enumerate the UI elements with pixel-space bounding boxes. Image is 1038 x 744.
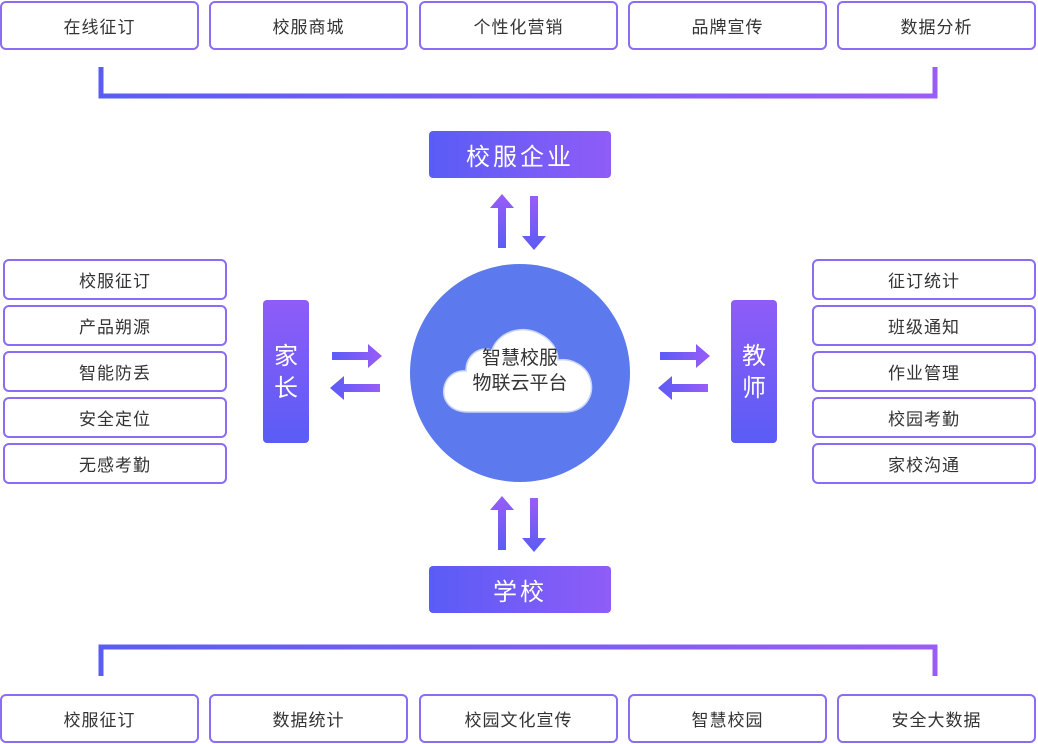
node-parent-char1: 家 — [274, 341, 298, 370]
node-enterprise: 校服企业 — [429, 131, 611, 178]
right-item: 校园考勤 — [812, 397, 1036, 438]
left-item: 安全定位 — [3, 397, 227, 438]
right-item: 家校沟通 — [812, 443, 1036, 484]
node-parent: 家 长 — [263, 300, 309, 443]
left-item: 智能防丢 — [3, 351, 227, 392]
top-item: 个性化营销 — [419, 1, 618, 50]
top-item: 在线征订 — [0, 1, 199, 50]
bottom-item: 智慧校园 — [628, 694, 827, 743]
top-item: 数据分析 — [837, 1, 1036, 50]
right-item: 作业管理 — [812, 351, 1036, 392]
platform-line1: 智慧校服 — [481, 347, 558, 369]
cloud-icon — [442, 328, 593, 413]
left-item: 产品朔源 — [3, 305, 227, 346]
bottom-item: 安全大数据 — [837, 694, 1036, 743]
node-parent-char2: 长 — [274, 373, 298, 402]
updown-arrows-icon — [490, 496, 546, 552]
node-school: 学校 — [429, 566, 611, 613]
left-item: 无感考勤 — [3, 443, 227, 484]
platform-line2: 物联云平台 — [472, 372, 568, 394]
node-teacher: 教 师 — [731, 300, 777, 443]
updown-arrows-icon — [490, 194, 546, 250]
leftright-arrows-icon — [330, 344, 382, 400]
leftright-arrows-icon — [658, 344, 710, 400]
right-item: 征订统计 — [812, 259, 1036, 300]
node-teacher-char2: 师 — [742, 373, 766, 402]
top-item: 校服商城 — [209, 1, 408, 50]
bottom-item: 数据统计 — [209, 694, 408, 743]
platform-label: 智慧校服 物联云平台 — [448, 346, 592, 396]
left-item: 校服征订 — [3, 259, 227, 300]
right-item: 班级通知 — [812, 305, 1036, 346]
top-item: 品牌宣传 — [628, 1, 827, 50]
node-teacher-char1: 教 — [742, 341, 766, 370]
bottom-item: 校服征订 — [0, 694, 199, 743]
bottom-item: 校园文化宣传 — [419, 694, 618, 743]
